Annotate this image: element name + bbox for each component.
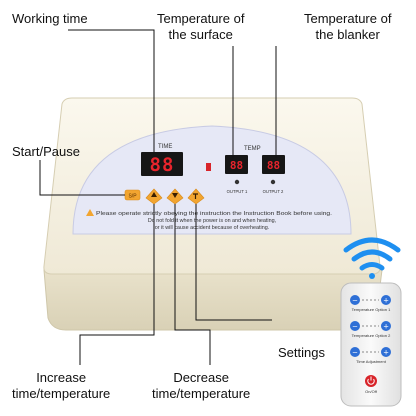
output1-jack-icon [234,179,240,185]
decrease-callout: Decrease time/temperature [152,370,250,402]
settings-button[interactable] [187,188,205,205]
up-arrow-icon [151,192,157,197]
start-pause-leader [39,160,125,196]
remote-body [340,282,402,407]
temp1-display [225,155,248,174]
temp-blanket-callout-line-2: the blanker [315,27,380,42]
increase-button[interactable] [145,188,163,205]
remote-control: − + Temperature Option 1 − + Temperature… [340,282,402,407]
increase-callout: Increase time/temperature [12,370,110,402]
remote-adjust-label: Time Adjustment [356,359,387,364]
remote-option1-down-button[interactable] [381,295,391,305]
down-arrow-icon [172,193,178,198]
temp2-display [262,155,285,174]
warning-line-2: Do not fold it when the power is on and … [148,218,277,224]
temp-label: TEMP [244,146,261,152]
warning-line-3: or it will cause accident because of ove… [155,225,269,231]
time-display-group: TIME 88 [141,144,183,176]
start-pause-callout: Start/Pause [12,144,80,159]
temp-blanket-callout: Temperature of the blanker [304,11,391,43]
decrease-callout-line-2: time/temperature [152,386,251,401]
minus-icon: − [352,349,358,357]
settings-indicator-icon [206,163,211,171]
start-pause-button-label: S/P [128,194,137,200]
minus-icon: − [352,297,358,305]
remote-option1-up-button[interactable] [350,295,360,305]
decrease-leader [174,204,211,365]
remote-option2-up-button[interactable] [350,321,360,331]
remote-power-button[interactable] [365,375,377,387]
temp1-display-digits: 88 [230,159,243,172]
plus-icon: + [383,323,389,331]
remote-time-up-button[interactable] [381,347,391,357]
settings-leader [195,204,272,321]
output2-jack-icon [270,179,276,185]
temp2-display-digits: 88 [267,159,280,172]
plus-icon: + [383,297,389,305]
remote-option2-down-button[interactable] [381,321,391,331]
button-row: S/P [124,188,205,205]
remote-option2-label: Temperature Option 2 [352,333,391,338]
heating-controller [43,97,383,331]
increase-leader [79,204,155,365]
temp-surface-callout: Temperature of the surface [157,11,244,43]
wireless-signal-icon [343,237,401,279]
plus-icon: + [383,349,389,357]
settings-callout: Settings [278,345,325,360]
time-label: TIME [158,144,172,150]
settings-glyph-icon [193,193,198,199]
temp-blanket-callout-line-1: Temperature of [304,11,392,26]
remote-option1-label: Temperature Option 1 [352,307,391,312]
output2-label: OUTPUT 2 [263,189,284,194]
output1-label: OUTPUT 1 [227,189,248,194]
warning-text: Please operate strictly obeying the inst… [86,209,332,231]
time-display [141,152,183,176]
power-icon [367,376,375,385]
working-time-leader [68,29,155,154]
working-time-callout: Working time [12,11,88,26]
time-display-digits: 88 [150,154,175,176]
callout-lines [39,29,277,365]
warning-icon [86,209,94,216]
increase-callout-line-2: time/temperature [12,386,111,401]
remote-time-down-button[interactable] [350,347,360,357]
warning-line-1: Please operate strictly obeying the inst… [96,211,332,217]
temp-display-group: TEMP 88 88 OUTPUT 1 OUTPUT 2 [225,146,285,194]
remote-power-label: On/Off [365,389,378,394]
increase-callout-line-1: Increase [36,370,87,385]
controller-front-face [43,269,383,331]
temp-surface-callout-line-1: Temperature of [157,11,245,26]
decrease-callout-line-1: Decrease [173,370,229,385]
minus-icon: − [352,323,358,331]
decrease-button[interactable] [166,188,184,205]
temp-surface-callout-line-2: the surface [168,27,233,42]
